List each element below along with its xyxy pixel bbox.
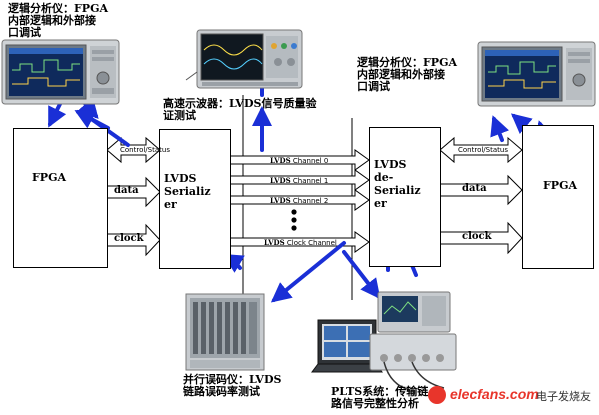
control-status-right-label: Control/Status (458, 146, 508, 154)
deserializer-line: er (374, 197, 387, 210)
data-left-label: data (114, 185, 139, 196)
logic-analyzer-left-image (1, 39, 120, 105)
channel-prefix: LVDS (270, 156, 291, 165)
caption-line: 口调试 (357, 80, 390, 93)
clock-left-label: clock (114, 233, 144, 244)
channel-prefix: LVDS (270, 176, 291, 185)
clock-channel-arrow (229, 231, 370, 253)
caption-line: 内部逻辑和外部接 (357, 68, 445, 81)
data-right-arrow (439, 174, 523, 206)
caption-line: 并行误码仪：LVDS (183, 373, 282, 386)
control-status-left-label: Control/Status (120, 146, 170, 154)
ellipsis-dot (291, 209, 297, 215)
watermark-brand: 电子发烧友 (536, 390, 591, 403)
probe-arrow (74, 110, 110, 130)
caption-line: 链路误码率测试 (183, 385, 260, 398)
parallel-bert-image (185, 293, 265, 371)
channel-1-arrow (229, 169, 370, 191)
fpga-left-block: FPGA (13, 128, 108, 268)
caption-line: 逻辑分析仪：FPGA (357, 56, 458, 69)
logic-analyzer-right-caption: 逻辑分析仪：FPGA 内部逻辑和外部接 口调试 (357, 57, 457, 93)
channel-2-arrow (229, 189, 370, 211)
deserializer-line: Serializ (374, 184, 421, 197)
clock-channel-label: LVDS Clock Channel (264, 238, 337, 247)
deserializer-line: de- (374, 171, 394, 184)
deserializer-line: LVDS (374, 158, 407, 171)
data-right-label: data (462, 183, 487, 194)
probe-arrow (270, 241, 346, 303)
clock-left-arrow (106, 223, 161, 257)
fpga-right-block: FPGA (522, 125, 594, 269)
ellipsis-dot (291, 225, 297, 231)
channel-prefix: LVDS (270, 196, 291, 205)
fpga-right-label: FPGA (543, 179, 578, 192)
serializer-line: LVDS (164, 172, 197, 185)
serializer-label: LVDS Serializ er (164, 172, 211, 211)
channel-2-label: LVDS Channel 2 (270, 196, 328, 205)
deserializer-label: LVDS de- Serializ er (374, 158, 421, 210)
plts-system-image (311, 291, 457, 391)
parallel-bert-caption: 并行误码仪：LVDS 链路误码率测试 (183, 374, 281, 398)
fpga-left-label: FPGA (32, 171, 67, 184)
logic-analyzer-left-caption: 逻辑分析仪：FPGA 内部逻辑和外部接 口调试 (8, 3, 108, 39)
plts-caption: PLTS系统：传输链 路信号完整性分析 (331, 386, 428, 410)
data-left-arrow (106, 176, 161, 208)
channel-prefix: LVDS (264, 238, 285, 247)
serializer-block: LVDS Serializ er (159, 129, 231, 269)
serializer-line: er (164, 198, 177, 211)
probe-arrow (490, 115, 510, 142)
channel-0-label: LVDS Channel 0 (270, 156, 328, 165)
channel-name: Clock Channel (286, 239, 337, 247)
caption-line: 证测试 (163, 109, 196, 122)
watermark-site: elecfans.com (450, 386, 539, 402)
channel-name: Channel 1 (292, 177, 329, 185)
oscilloscope-caption: 高速示波器：LVDS信号质量验 证测试 (163, 98, 316, 122)
channel-name: Channel 0 (292, 157, 329, 165)
channel-1-label: LVDS Channel 1 (270, 176, 328, 185)
ellipsis-dot (291, 217, 297, 223)
caption-line: 口调试 (8, 26, 41, 39)
watermark-logo-icon (428, 386, 446, 404)
clock-right-arrow (439, 221, 523, 255)
oscilloscope-image (185, 29, 303, 89)
caption-line: 路信号完整性分析 (331, 397, 419, 410)
caption-line: 内部逻辑和外部接 (8, 14, 96, 27)
channel-name: Channel 2 (292, 197, 329, 205)
caption-line: PLTS系统：传输链 (331, 385, 429, 398)
caption-line: 逻辑分析仪：FPGA (8, 2, 109, 15)
clock-right-label: clock (462, 231, 492, 242)
channel-0-arrow (229, 149, 370, 171)
deserializer-block: LVDS de- Serializ er (369, 127, 441, 267)
serializer-line: Serializ (164, 185, 211, 198)
caption-line: 高速示波器：LVDS信号质量验 (163, 97, 317, 110)
probe-arrow (342, 250, 381, 300)
logic-analyzer-right-image (477, 41, 596, 107)
